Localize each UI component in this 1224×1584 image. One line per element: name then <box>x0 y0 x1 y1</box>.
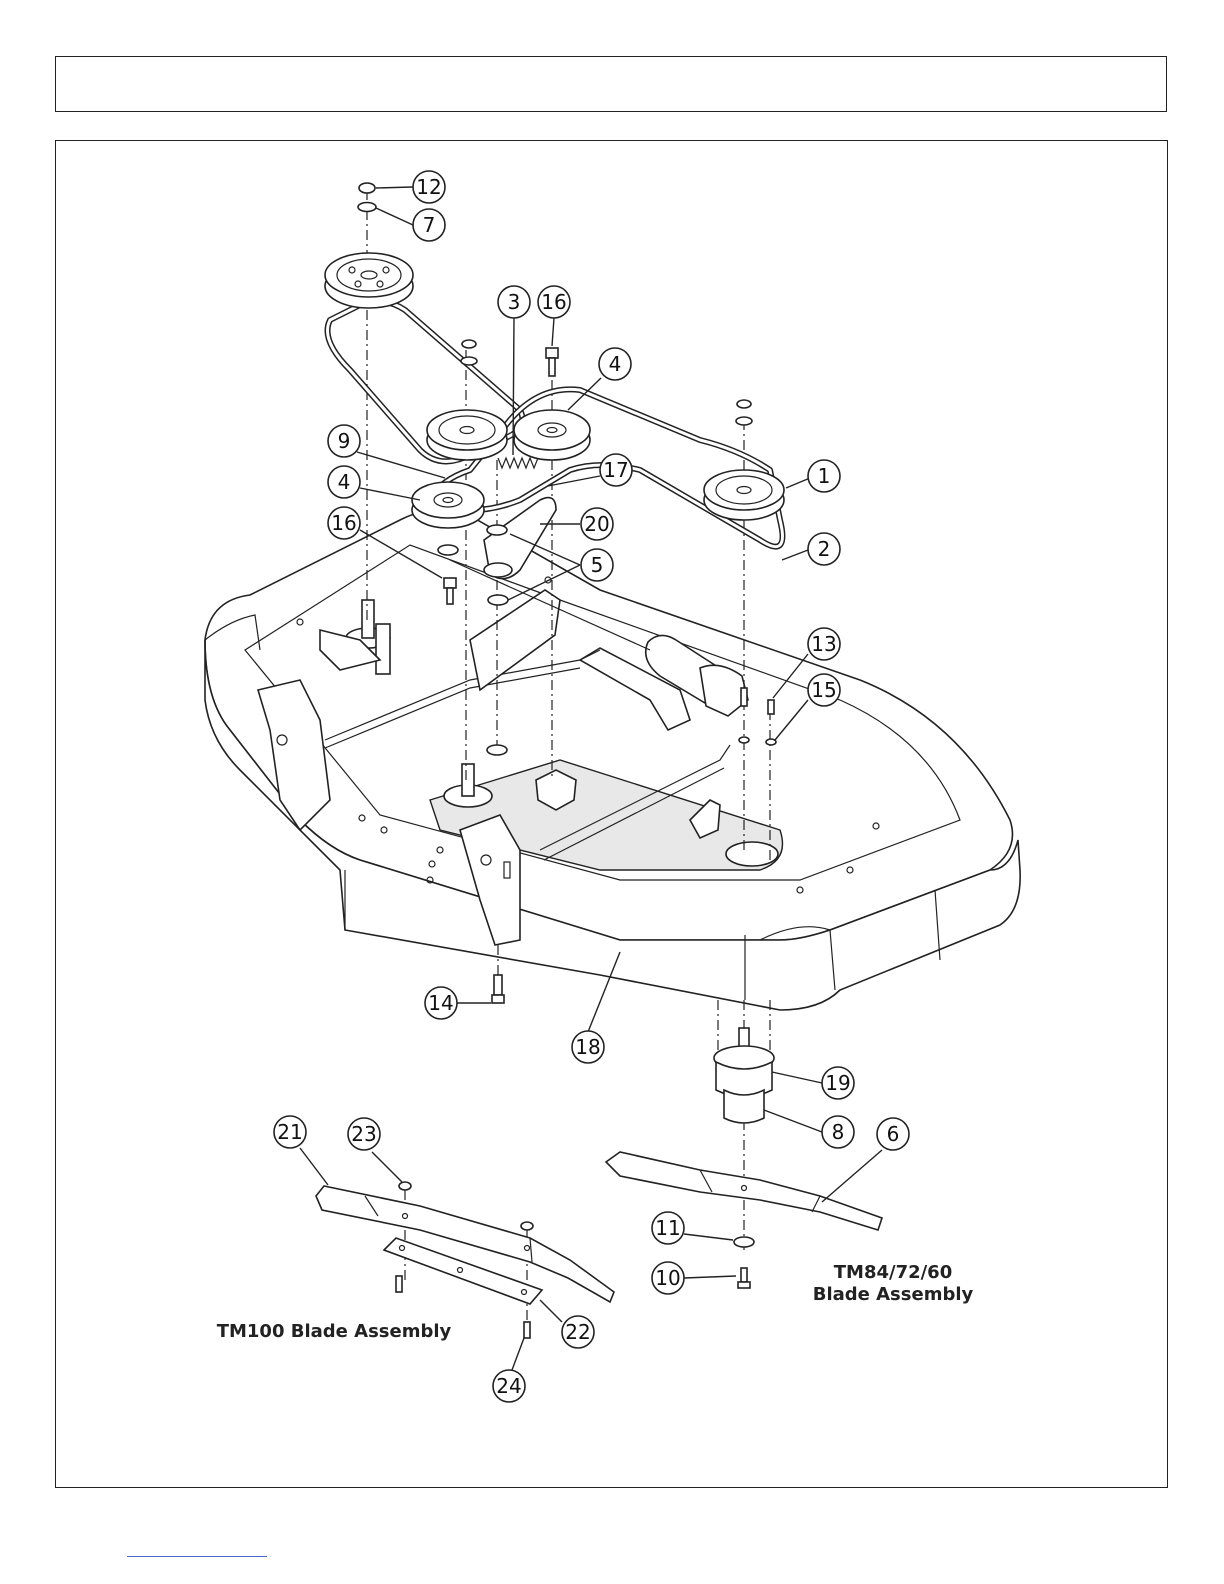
callout-12: 12 <box>413 171 445 203</box>
callout-14: 14 <box>425 987 457 1019</box>
svg-text:22: 22 <box>565 1320 590 1344</box>
callout-4-left: 4 <box>328 466 360 498</box>
blade-bolt-tm84 <box>734 1237 754 1288</box>
svg-text:11: 11 <box>655 1216 680 1240</box>
callout-21: 21 <box>274 1116 306 1148</box>
idler-pulley-left <box>412 482 484 528</box>
idler-pulley-right <box>514 410 590 460</box>
callout-16-left: 16 <box>328 507 360 539</box>
callout-6: 6 <box>877 1118 909 1150</box>
callout-1: 1 <box>808 460 840 492</box>
svg-text:7: 7 <box>423 213 436 237</box>
svg-text:18: 18 <box>575 1035 600 1059</box>
svg-text:19: 19 <box>825 1071 850 1095</box>
callout-18: 18 <box>572 1031 604 1063</box>
callout-13: 13 <box>808 628 840 660</box>
callout-7: 7 <box>413 209 445 241</box>
spindle-housing <box>714 1028 774 1123</box>
caption-tm84-assembly: Blade Assembly <box>813 1284 974 1305</box>
callout-22: 22 <box>562 1316 594 1348</box>
callout-17: 17 <box>600 454 632 486</box>
svg-text:13: 13 <box>811 632 836 656</box>
svg-text:23: 23 <box>351 1122 376 1146</box>
pulley-center-upper <box>427 410 507 460</box>
svg-text:16: 16 <box>331 511 356 535</box>
svg-text:1: 1 <box>818 464 831 488</box>
callout-16-top: 16 <box>538 286 570 318</box>
caption-tm84-model: TM84/72/60 <box>834 1262 953 1283</box>
callout-20: 20 <box>581 508 613 540</box>
callout-2: 2 <box>808 533 840 565</box>
callout-11: 11 <box>652 1212 684 1244</box>
callout-9: 9 <box>328 425 360 457</box>
svg-text:10: 10 <box>655 1266 680 1290</box>
svg-text:9: 9 <box>338 429 351 453</box>
callout-4-right: 4 <box>599 348 631 380</box>
svg-text:12: 12 <box>416 175 441 199</box>
svg-text:3: 3 <box>508 290 521 314</box>
svg-text:5: 5 <box>591 553 604 577</box>
callout-8: 8 <box>822 1116 854 1148</box>
callout-5: 5 <box>581 549 613 581</box>
blade-tm100 <box>316 1186 614 1302</box>
svg-text:2: 2 <box>818 537 831 561</box>
callout-15: 15 <box>808 674 840 706</box>
callout-10: 10 <box>652 1262 684 1294</box>
svg-text:16: 16 <box>541 290 566 314</box>
mower-deck <box>205 509 1020 1010</box>
svg-text:15: 15 <box>811 678 836 702</box>
svg-text:21: 21 <box>277 1120 302 1144</box>
callout-19: 19 <box>822 1067 854 1099</box>
svg-text:24: 24 <box>496 1374 521 1398</box>
svg-text:17: 17 <box>603 458 628 482</box>
caption-tm100: TM100 Blade Assembly <box>217 1321 452 1342</box>
svg-text:8: 8 <box>832 1120 845 1144</box>
svg-text:14: 14 <box>428 991 453 1015</box>
svg-text:4: 4 <box>609 352 622 376</box>
svg-text:20: 20 <box>584 512 609 536</box>
pulley-top-left <box>325 253 413 308</box>
pulley-right <box>704 470 784 520</box>
callout-24: 24 <box>493 1370 525 1402</box>
tension-spring <box>498 458 538 468</box>
svg-text:6: 6 <box>887 1122 900 1146</box>
callout-23: 23 <box>348 1118 380 1150</box>
footer-link[interactable] <box>127 1556 267 1557</box>
callout-3: 3 <box>498 286 530 318</box>
svg-text:4: 4 <box>338 470 351 494</box>
